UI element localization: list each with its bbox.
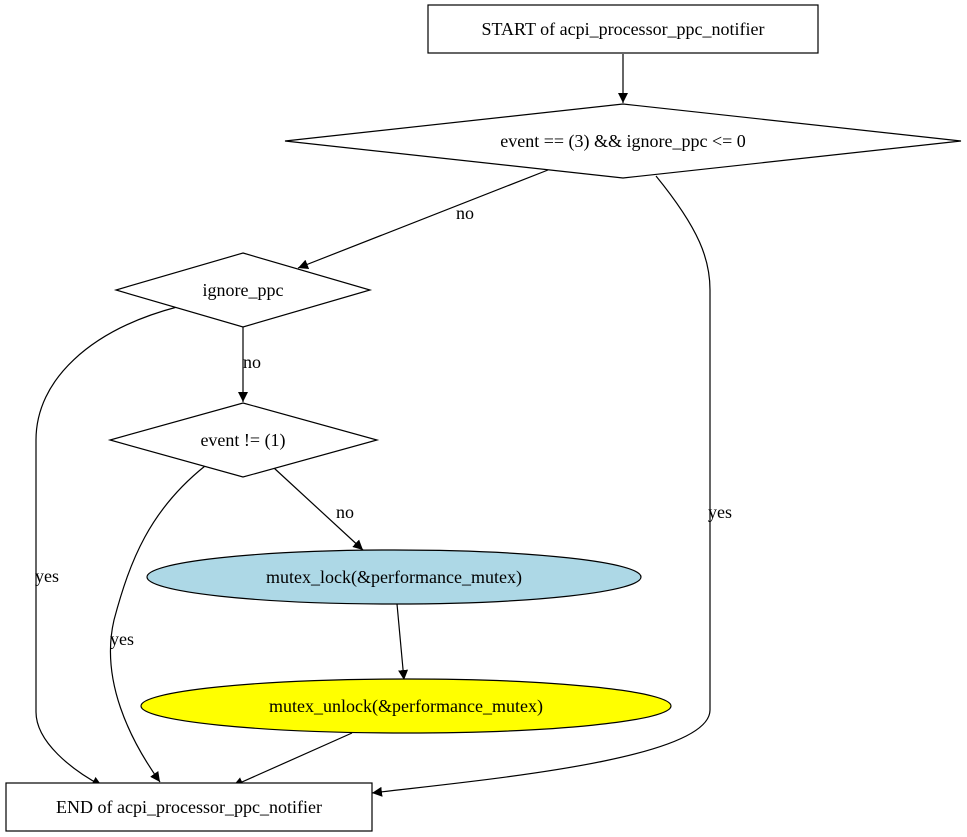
mutex-lock-node: mutex_lock(&performance_mutex) <box>146 549 642 605</box>
condition-event-ne-1: event != (1) <box>107 402 380 478</box>
edge-ignore-ppc-yes-to-end <box>35 306 178 787</box>
condition-event-ne-1-label: event != (1) <box>200 430 285 451</box>
condition-event-ignore-ppc: event == (3) && ignore_ppc <= 0 <box>284 103 962 179</box>
edge-label-ignore-ppc-yes: yes <box>35 566 59 586</box>
end-node: END of acpi_processor_ppc_notifier <box>5 782 373 832</box>
edge-label-cond1-no: no <box>456 203 474 223</box>
mutex-unlock-node: mutex_unlock(&performance_mutex) <box>140 678 672 734</box>
end-node-label: END of acpi_processor_ppc_notifier <box>56 797 322 817</box>
edge-event-ne-1-yes-to-end <box>109 465 206 783</box>
mutex-unlock-node-label: mutex_unlock(&performance_mutex) <box>269 696 543 717</box>
edge-label-event-ne-1-no: no <box>336 502 354 522</box>
start-node: START of acpi_processor_ppc_notifier <box>427 4 819 54</box>
edge-label-event-ne-1-yes: yes <box>110 629 134 649</box>
edge-cond1-yes-to-end <box>371 175 711 797</box>
condition-event-ignore-ppc-label: event == (3) && ignore_ppc <= 0 <box>500 131 746 152</box>
edge-event-ne-1-no-to-mutex-lock <box>273 467 364 551</box>
condition-ignore-ppc: ignore_ppc <box>113 252 373 328</box>
start-node-label: START of acpi_processor_ppc_notifier <box>481 19 764 39</box>
mutex-lock-node-label: mutex_lock(&performance_mutex) <box>266 567 522 588</box>
edge-mutex-lock-to-mutex-unlock <box>396 603 409 681</box>
edge-label-ignore-ppc-no: no <box>243 352 261 372</box>
edge-label-cond1-yes: yes <box>708 502 732 522</box>
condition-ignore-ppc-label: ignore_ppc <box>203 280 284 300</box>
edge-cond1-no-to-ignore-ppc <box>297 169 549 270</box>
edge-mutex-unlock-to-end <box>232 732 353 787</box>
